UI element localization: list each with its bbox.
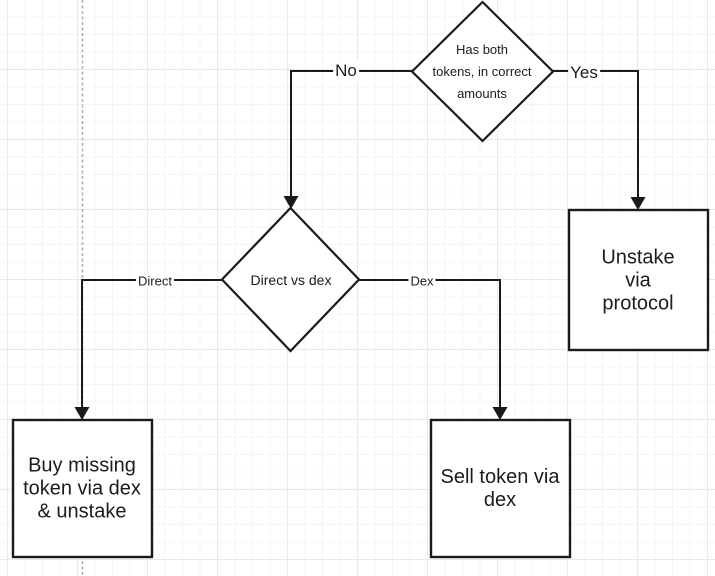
edge-dex[interactable]	[359, 279, 501, 412]
node-unstake-via-protocol-label[interactable]: Unstake via protocol	[601, 246, 675, 315]
edge-no[interactable]	[290, 70, 412, 201]
edge-dex-label[interactable]: Dex	[408, 273, 436, 289]
edge-direct[interactable]	[81, 279, 222, 412]
node-sell-token-via-dex-label[interactable]: Sell token via dex	[440, 466, 560, 511]
node-sell-token-via-dex-box[interactable]	[429, 418, 572, 559]
edge-direct-label[interactable]: Direct	[136, 273, 174, 289]
edge-no-arrowhead-icon	[283, 196, 299, 209]
node-unstake-via-protocol-box[interactable]	[567, 208, 710, 352]
node-direct-vs-dex-diamond[interactable]	[220, 206, 361, 353]
edge-dex-arrowhead-icon	[492, 407, 508, 420]
edge-yes-label[interactable]: Yes	[568, 63, 600, 83]
node-has-both-tokens-diamond[interactable]	[410, 0, 555, 143]
node-buy-missing-token-box[interactable]	[11, 418, 154, 559]
edge-direct-arrowhead-icon	[74, 407, 90, 420]
node-buy-missing-token-label[interactable]: Buy missing token via dex & unstake	[23, 454, 141, 523]
edge-yes[interactable]	[553, 70, 639, 202]
node-direct-vs-dex-label[interactable]: Direct vs dex	[250, 272, 332, 288]
node-has-both-tokens-label[interactable]: Has both tokens, in correct amounts	[432, 42, 532, 101]
edge-yes-arrowhead-icon	[630, 197, 646, 210]
edge-no-label[interactable]: No	[333, 61, 359, 81]
